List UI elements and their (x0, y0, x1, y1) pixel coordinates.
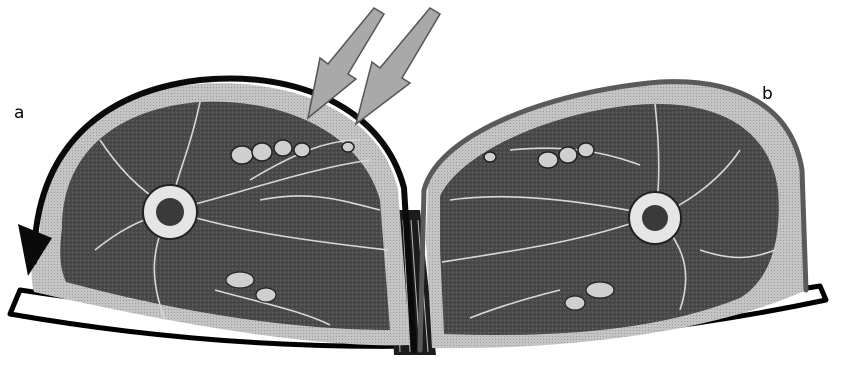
femur-b (629, 192, 681, 244)
panel-label-a: a (14, 103, 24, 123)
cross-section-b (420, 82, 806, 350)
panel-label-b: b (762, 84, 773, 104)
femur-a (143, 185, 197, 239)
